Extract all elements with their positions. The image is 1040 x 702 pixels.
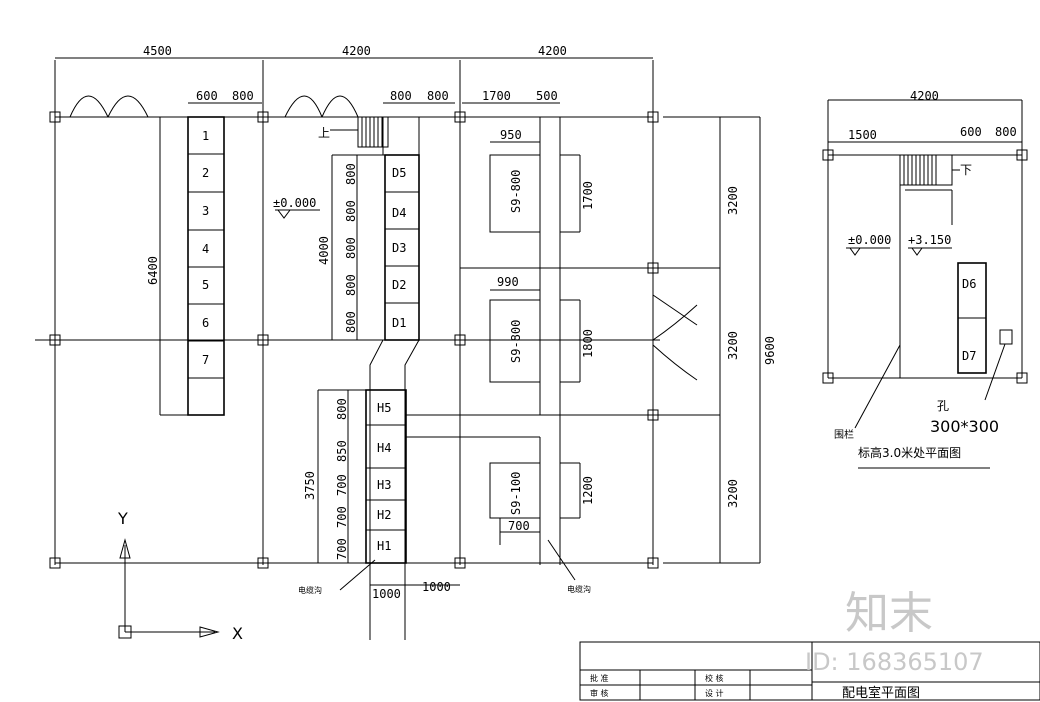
transformer-3: S9-100: [509, 472, 523, 515]
dim-1700: 1700: [581, 181, 595, 210]
dim-right-total: 9600: [763, 336, 777, 365]
cabinet-d3: D3: [392, 241, 406, 255]
hole-label: 孔: [937, 399, 949, 413]
dim-d-5: 800: [344, 311, 358, 333]
hole-size: 300*300: [930, 417, 999, 436]
title-block-design: 设 计: [705, 688, 724, 698]
level-zero-upper: ±0.000: [848, 233, 891, 247]
cabinet-1: 1: [202, 129, 209, 143]
dim-h-5: 700: [335, 538, 349, 560]
watermark: 知末 ID: 168365107: [805, 588, 984, 676]
cabinet-h1: H1: [377, 539, 391, 553]
cabinet-d2: D2: [392, 278, 406, 292]
cabinet-6: 6: [202, 316, 209, 330]
cabinet-d7: D7: [962, 349, 976, 363]
dim-d-4: 800: [344, 274, 358, 296]
level-zero-main: ±0.000: [273, 196, 316, 210]
top-dimensions: 4500 4200 4200 600 800 800 800 1700 500: [143, 44, 567, 104]
upper-plan-caption: 标高3.0米处平面图: [858, 445, 961, 460]
dim-h-3: 700: [335, 474, 349, 496]
title-block-review: 审 核: [590, 688, 609, 698]
numbered-cabinets: 1 2 3 4 5 6 7 6400: [146, 116, 225, 416]
cabinet-h2: H2: [377, 508, 391, 522]
cabinet-d1: D1: [392, 316, 406, 330]
dim-950: 950: [500, 128, 522, 142]
dim-h-2: 850: [335, 440, 349, 462]
watermark-logo: 知末: [845, 588, 933, 639]
cabinet-3: 3: [202, 204, 209, 218]
dim-bottom-1: 1000: [372, 587, 401, 601]
dim-d-3: 800: [344, 237, 358, 259]
upper-dim-800: 800: [995, 125, 1017, 139]
dim-top-2: 4200: [342, 44, 371, 58]
level-markers: ±0.000: [273, 196, 320, 219]
title-block-approve: 批 准: [590, 673, 609, 683]
dim-d-2: 800: [344, 200, 358, 222]
dim-sub-6: 500: [536, 89, 558, 103]
cabinet-h5: H5: [377, 401, 391, 415]
dim-990: 990: [497, 275, 519, 289]
cabinet-4: 4: [202, 242, 209, 256]
dim-bottom-2: 1000: [422, 580, 451, 594]
transformer-2: S9-800: [509, 320, 523, 363]
right-dimensions: 3200 3200 3200 9600: [663, 116, 777, 564]
cabinet-d4: D4: [392, 206, 406, 220]
dim-sub-2: 800: [232, 89, 254, 103]
bottom-annotations: 1000 1000 电缆沟 电缆沟: [298, 539, 591, 601]
title-block-check: 校 核: [705, 673, 724, 683]
watermark-id: ID: 168365107: [805, 648, 984, 676]
door-arcs: [69, 95, 698, 381]
transformer-1: S9-800: [509, 170, 523, 213]
dim-right-1: 3200: [726, 186, 740, 215]
level-upper: +3.150: [908, 233, 951, 247]
dim-h-total: 3750: [303, 471, 317, 500]
dim-top-1: 4500: [143, 44, 172, 58]
dim-h-4: 700: [335, 506, 349, 528]
dim-sub-1: 600: [196, 89, 218, 103]
h-cabinets: H5 H4 H3 H2 H1 3750 800 850 700 700 700: [303, 389, 541, 565]
drawing-title: 配电室平面图: [842, 685, 920, 701]
title-block: 批 准 校 核 审 核 设 计 配电室平面图: [579, 641, 1040, 701]
cabinet-5: 5: [202, 278, 209, 292]
axis-y-label: Y: [117, 509, 128, 528]
d-cabinets: D5 D4 D3 D2 D1 4000 800 800 800 800 800: [317, 154, 420, 341]
dim-h-1: 800: [335, 398, 349, 420]
dim-top-3: 4200: [538, 44, 567, 58]
dim-d-total: 4000: [317, 236, 331, 265]
dim-6400: 6400: [146, 256, 160, 285]
dim-sub-3: 800: [390, 89, 412, 103]
dim-right-3: 3200: [726, 479, 740, 508]
upper-dim-1500: 1500: [848, 128, 877, 142]
cabinet-d5: D5: [392, 166, 406, 180]
axis-x-label: X: [232, 624, 243, 643]
dim-sub-4: 800: [427, 89, 449, 103]
upper-level-plan: 4200 1500 600 800 下 ±0.000 +3.150 D6: [822, 89, 1028, 469]
axis-indicator: Y X: [117, 509, 243, 643]
stair-main: 上: [318, 116, 389, 148]
dim-1200: 1200: [581, 476, 595, 505]
stair-up-label: 上: [318, 126, 330, 140]
dim-right-2: 3200: [726, 331, 740, 360]
dim-d-1: 800: [344, 163, 358, 185]
trench-label-right: 电缆沟: [567, 584, 591, 594]
column-markers: [49, 111, 659, 569]
cable-trench: [369, 117, 420, 640]
cabinet-7: 7: [202, 353, 209, 367]
dim-700-transformer: 700: [508, 519, 530, 533]
dim-sub-5: 1700: [482, 89, 511, 103]
upper-width-dim: 4200: [910, 89, 939, 103]
cabinet-d6: D6: [962, 277, 976, 291]
transformer-rooms: 950 S9-800 1700 990 S9-800 1800 S9-100 1…: [460, 116, 653, 565]
rail-label: 围栏: [834, 428, 854, 441]
upper-dim-600: 600: [960, 125, 982, 139]
cabinet-h4: H4: [377, 441, 391, 455]
grid-lines: [35, 57, 665, 565]
stair-down-label: 下: [960, 163, 972, 177]
cabinet-2: 2: [202, 166, 209, 180]
cabinet-h3: H3: [377, 478, 391, 492]
trench-label-left: 电缆沟: [298, 585, 322, 595]
dim-1800: 1800: [581, 329, 595, 358]
